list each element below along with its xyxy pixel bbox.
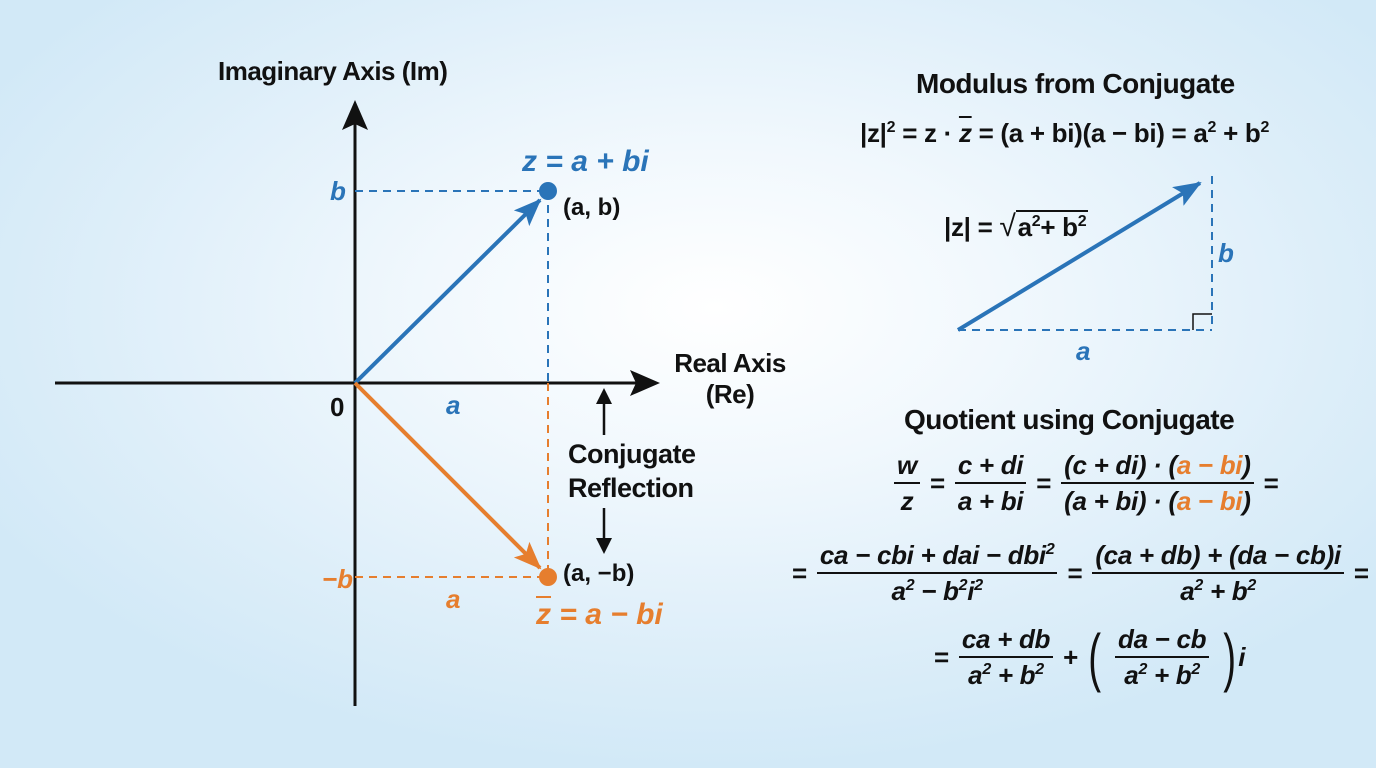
modulus-triangle (956, 176, 1213, 332)
fraction-grouped: (ca + db) + (da − cb)i a2 + b2 (1092, 540, 1344, 606)
reflection-label-line1: Conjugate (568, 439, 696, 469)
real-axis-label-line1: Real Axis (674, 348, 786, 378)
z-a-label: a (446, 390, 461, 420)
triangle-side-b-label: b (1218, 238, 1234, 268)
arrow-down-icon (596, 538, 612, 554)
imaginary-axis-arrowhead-icon (342, 100, 368, 130)
conjugate-point (539, 568, 557, 586)
conjugate-point-label: (a, −b) (563, 560, 635, 587)
sqrt-radicand: a2+ b2 (1015, 210, 1089, 242)
fraction-conjugate-multiplied: (c + di) · (a − bi) (a + bi) · (a − bi) (1061, 450, 1254, 516)
z-expression: = a + bi (545, 145, 649, 178)
real-axis-arrowhead-icon (630, 370, 660, 396)
modulus-formula: |z| = √a2+ b2 (944, 210, 1089, 244)
imaginary-unit: i (1238, 641, 1246, 672)
imaginary-axis (342, 100, 368, 706)
imaginary-axis-label: Imaginary Axis (Im) (218, 56, 448, 86)
z-bar-symbol: z (536, 598, 551, 631)
fraction-imaginary-part: da − cb a2 + b2 (1115, 624, 1210, 690)
conjugate-equation-label: z = a − bi (536, 598, 663, 632)
triangle-side-a-label: a (1076, 336, 1091, 366)
reflection-arrows (596, 388, 612, 554)
conjugate-vector (353, 381, 557, 586)
z-symbol: z (522, 145, 537, 178)
real-axis-label: Real Axis (Re) (666, 348, 794, 410)
right-angle-marker (1192, 313, 1212, 330)
z-equation-label: z = a + bi (522, 145, 649, 179)
b-tick-label: b (330, 176, 346, 206)
fraction-real-part: ca + db a2 + b2 (958, 624, 1054, 690)
conjugate-expression: = a − bi (559, 598, 663, 631)
modulus-title: Modulus from Conjugate (916, 68, 1235, 99)
arrow-up-icon (596, 388, 612, 404)
quotient-line-2: = ca − cbi + dai − dbi2 a2 − b2i2 = (ca … (792, 540, 1369, 606)
quotient-title: Quotient using Conjugate (904, 404, 1235, 435)
z-point-label: (a, b) (563, 194, 621, 221)
reflection-label-line2: Reflection (568, 473, 694, 503)
real-axis-label-line2: (Re) (705, 379, 755, 409)
modulus-equation: |z|2 = z · z = (a + bi)(a − bi) = a2 + b… (860, 118, 1270, 148)
origin-label: 0 (330, 392, 345, 422)
z-point (539, 182, 557, 200)
real-axis (55, 370, 660, 396)
conj-a-label: a (446, 584, 461, 614)
sqrt-icon: √ (999, 210, 1016, 243)
modulus-formula-lhs: |z| = (944, 212, 993, 242)
quotient-line-3: = ca + db a2 + b2 + ( da − cb a2 + b2 ) … (934, 621, 1246, 693)
conjugate-reflection-label: Conjugate Reflection (568, 437, 696, 505)
right-paren: ) (1223, 621, 1237, 693)
left-paren: ( (1088, 621, 1101, 693)
neg-b-tick-label: −b (322, 564, 354, 594)
fraction-expanded-product: ca − cbi + dai − dbi2 a2 − b2i2 (816, 540, 1058, 606)
z-vector (353, 182, 557, 385)
